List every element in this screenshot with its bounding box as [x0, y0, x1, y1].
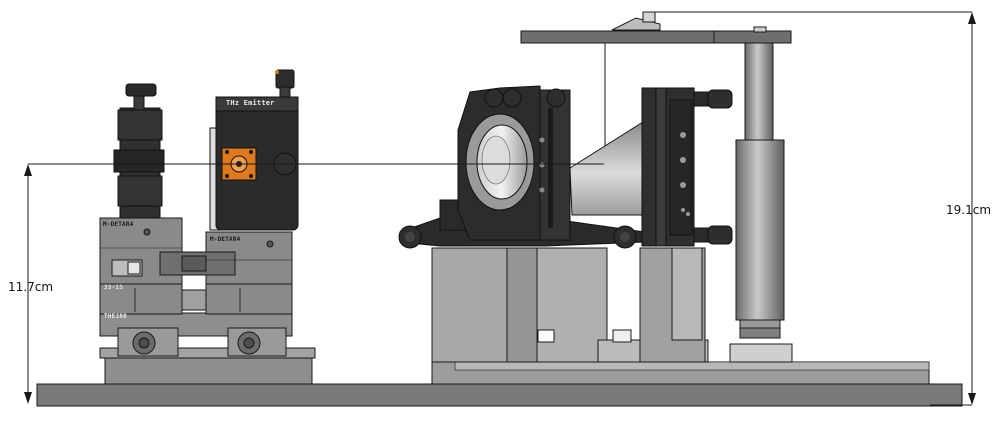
dimension-right-label: 19.1cm: [946, 203, 992, 217]
stage-base-label: THEJ88: [104, 313, 127, 320]
right-base-plate-lip: [454, 361, 930, 371]
stage-mid-right: [205, 282, 293, 315]
stage-code-label: 33-15: [104, 284, 124, 291]
emitter-label: THz Emitter: [226, 99, 275, 107]
receiver-knob-top: [707, 89, 733, 109]
thz-emitter: [209, 69, 299, 231]
top-plate: [520, 11, 792, 148]
dimension-left: [24, 164, 32, 404]
post-mount-left: [113, 83, 165, 219]
translation-stage-assembly: [99, 217, 293, 357]
optic-cone: [569, 121, 646, 216]
pedestal-assembly: [431, 247, 709, 363]
post-knob: [125, 83, 157, 97]
receiver-mount: [641, 87, 733, 247]
stage-upper-label: M-DETAR4: [103, 221, 134, 228]
lens-mount: [398, 85, 646, 249]
dimension-right: [648, 11, 976, 406]
rail-plate-left: [104, 356, 313, 385]
base-plate: [36, 383, 963, 407]
support-post: [729, 39, 793, 363]
dimension-left-label: 11.7cm: [8, 280, 54, 294]
rail-top-left: [99, 347, 316, 359]
stage-lower-label: M-DETAR4: [210, 236, 241, 243]
receiver-knob-bottom: [707, 225, 733, 245]
